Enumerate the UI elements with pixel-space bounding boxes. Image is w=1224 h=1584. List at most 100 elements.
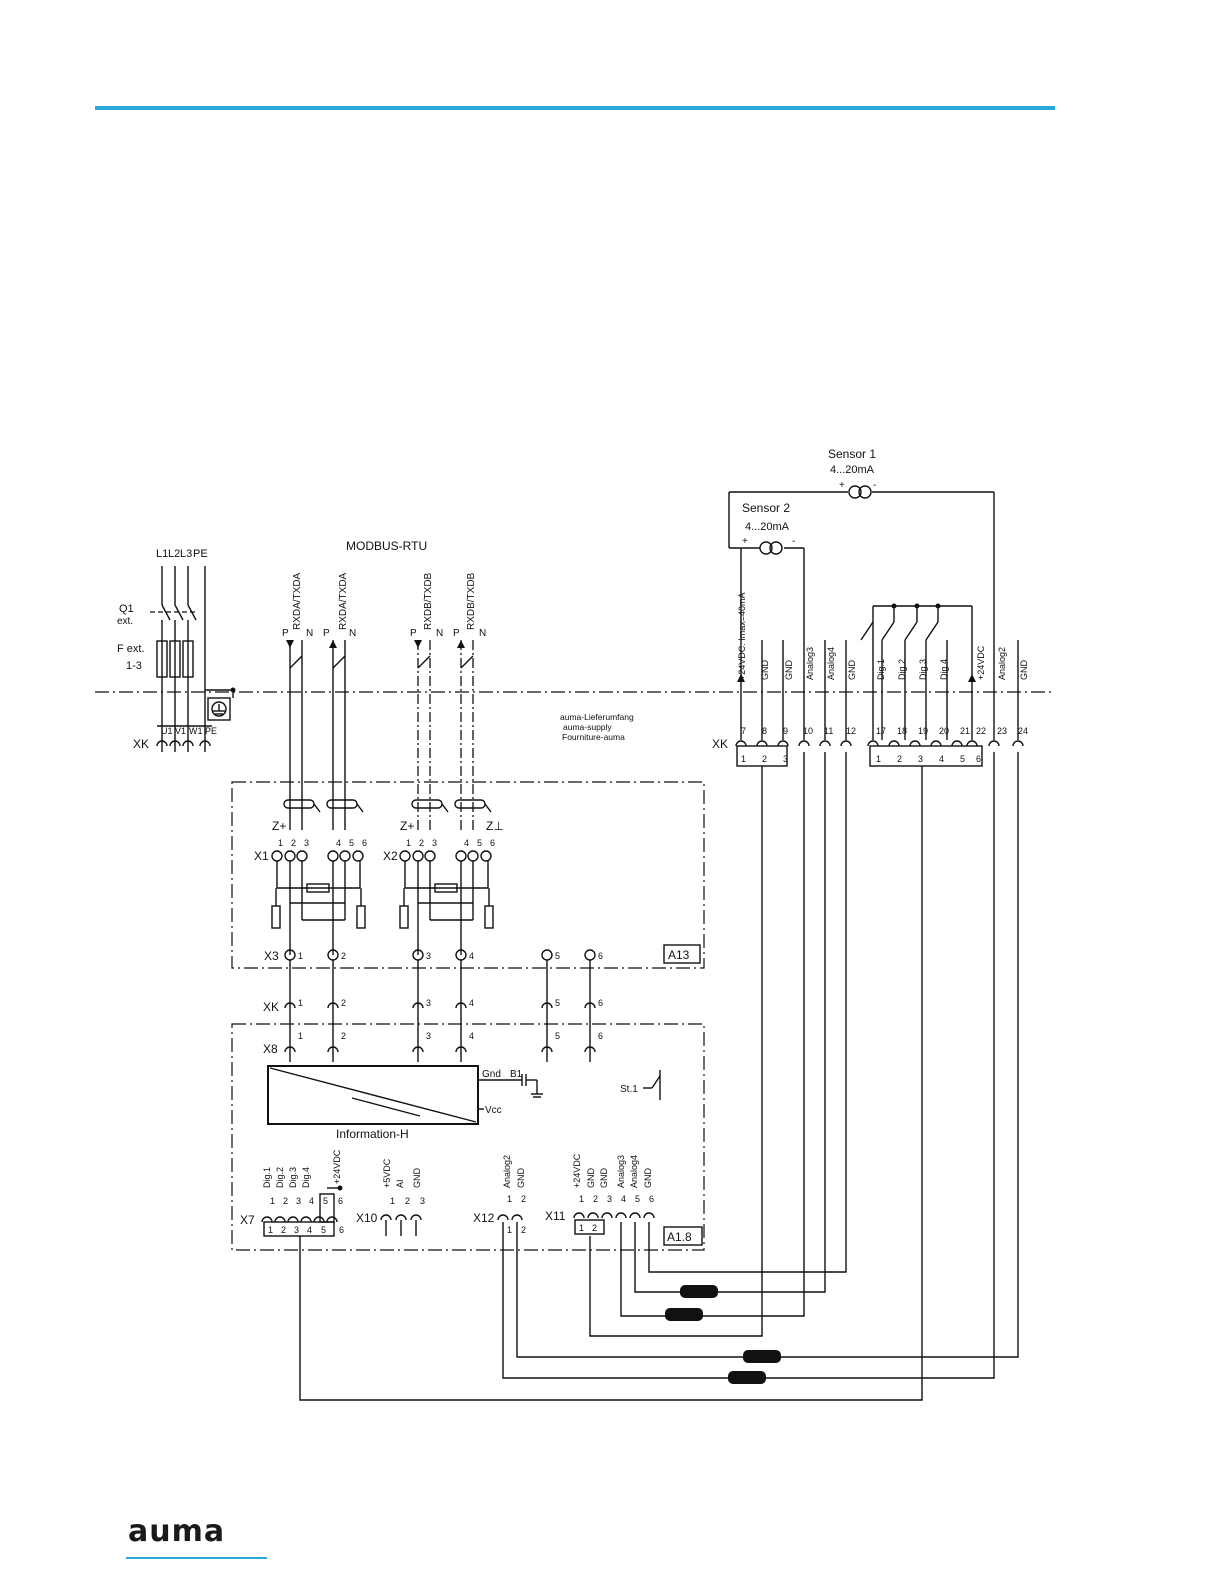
xk-right-label: XK bbox=[712, 737, 728, 751]
sensor2-name: Sensor 2 bbox=[742, 501, 790, 515]
svg-text:5: 5 bbox=[321, 1225, 326, 1235]
svg-text:GND: GND bbox=[586, 1168, 596, 1189]
svg-text:6: 6 bbox=[338, 1196, 343, 1206]
interconnect-wires bbox=[299, 752, 1019, 1401]
svg-text:3: 3 bbox=[783, 754, 788, 764]
svg-text:GND: GND bbox=[599, 1168, 609, 1189]
svg-text:Z+: Z+ bbox=[272, 819, 286, 833]
svg-text:6: 6 bbox=[362, 838, 367, 848]
svg-text:3: 3 bbox=[432, 838, 437, 848]
a18-label: A1.8 bbox=[667, 1230, 692, 1244]
power-section: L1 L2 L3 PE Q1 ext. F ext. 1-3 XK bbox=[117, 548, 236, 752]
svg-text:6: 6 bbox=[598, 1031, 603, 1041]
bus-title: MODBUS-RTU bbox=[346, 539, 427, 553]
svg-text:8: 8 bbox=[762, 726, 767, 736]
svg-text:N: N bbox=[479, 628, 486, 639]
svg-text:2: 2 bbox=[521, 1225, 526, 1235]
x10-label: X10 bbox=[356, 1211, 378, 1225]
svg-text:11: 11 bbox=[824, 726, 833, 736]
svg-text:P: P bbox=[323, 628, 330, 639]
svg-text:2: 2 bbox=[281, 1225, 286, 1235]
svg-text:+24VDC. Imax=40mA: +24VDC. Imax=40mA bbox=[737, 592, 747, 680]
xk-power-label: XK bbox=[133, 737, 149, 751]
label-l3: L3 bbox=[180, 548, 192, 560]
svg-text:3: 3 bbox=[426, 998, 431, 1008]
label-pe: PE bbox=[193, 548, 208, 560]
svg-text:1: 1 bbox=[298, 951, 303, 961]
svg-text:P: P bbox=[410, 628, 417, 639]
svg-text:2: 2 bbox=[341, 1031, 346, 1041]
svg-text:5: 5 bbox=[349, 838, 354, 848]
svg-text:Analog2: Analog2 bbox=[997, 647, 1007, 680]
svg-text:Dig.1: Dig.1 bbox=[876, 659, 886, 680]
svg-text:+24VDC: +24VDC bbox=[976, 645, 986, 680]
bus-sig-2: RXDA/TXDA bbox=[338, 572, 349, 630]
svg-text:Z⊥: Z⊥ bbox=[486, 819, 504, 833]
svg-text:6: 6 bbox=[649, 1194, 654, 1204]
svg-text:1: 1 bbox=[278, 838, 283, 848]
supply-note-3: Fourniture-auma bbox=[562, 732, 625, 742]
svg-text:N: N bbox=[436, 628, 443, 639]
svg-text:Dig.1: Dig.1 bbox=[262, 1167, 272, 1188]
term-v1: V1 bbox=[175, 726, 186, 736]
svg-text:3: 3 bbox=[426, 1031, 431, 1041]
svg-text:GND: GND bbox=[847, 660, 857, 681]
x7-label: X7 bbox=[240, 1213, 255, 1227]
label-l1: L1 bbox=[156, 548, 168, 560]
svg-text:GND: GND bbox=[516, 1168, 526, 1189]
svg-text:5: 5 bbox=[960, 754, 965, 764]
svg-text:1: 1 bbox=[741, 754, 746, 764]
svg-text:+24VDC: +24VDC bbox=[572, 1153, 582, 1188]
svg-text:4: 4 bbox=[464, 838, 469, 848]
svg-text:Dig.3: Dig.3 bbox=[918, 659, 928, 680]
board-a13: A13 Z+ Z⊥ Z+ X1 1 2 3 4 5 6 X2 1 2 3 4 5… bbox=[231, 781, 705, 969]
info-module-label: Information-H bbox=[336, 1127, 409, 1141]
x2-label: X2 bbox=[383, 849, 398, 863]
board-a18: A1.8 X8 1 2 3 4 5 6 Information-H Gnd B1… bbox=[231, 1023, 705, 1251]
sensor1-range: 4...20mA bbox=[830, 464, 875, 476]
svg-text:19: 19 bbox=[918, 726, 928, 736]
term-u1: U1 bbox=[161, 726, 173, 736]
svg-text:Dig.3: Dig.3 bbox=[288, 1167, 298, 1188]
svg-text:AI: AI bbox=[395, 1179, 405, 1188]
fuse-sub: 1-3 bbox=[126, 660, 142, 672]
svg-text:2: 2 bbox=[521, 1194, 526, 1204]
svg-text:+5VDC: +5VDC bbox=[382, 1158, 392, 1188]
svg-text:6: 6 bbox=[598, 951, 603, 961]
svg-text:3: 3 bbox=[918, 754, 923, 764]
term-w1: W1 bbox=[189, 726, 203, 736]
svg-text:GND: GND bbox=[412, 1168, 422, 1189]
fuse-label: F ext. bbox=[117, 643, 145, 655]
svg-text:GND: GND bbox=[1019, 660, 1029, 681]
svg-text:B1: B1 bbox=[510, 1069, 523, 1080]
svg-text:1: 1 bbox=[298, 1031, 303, 1041]
svg-text:1: 1 bbox=[390, 1196, 395, 1206]
svg-text:1: 1 bbox=[268, 1225, 273, 1235]
svg-text:2: 2 bbox=[291, 838, 296, 848]
svg-text:2: 2 bbox=[897, 754, 902, 764]
supply-note-2: auma-supply bbox=[563, 722, 612, 732]
svg-text:24: 24 bbox=[1018, 726, 1028, 736]
svg-text:Dig.2: Dig.2 bbox=[897, 659, 907, 680]
svg-text:4: 4 bbox=[309, 1196, 314, 1206]
svg-text:St.1: St.1 bbox=[620, 1084, 638, 1095]
svg-text:GND: GND bbox=[643, 1168, 653, 1189]
svg-text:5: 5 bbox=[477, 838, 482, 848]
term-pe: PE bbox=[205, 726, 217, 736]
sensor2-range: 4...20mA bbox=[745, 521, 790, 533]
svg-text:P: P bbox=[282, 628, 289, 639]
bus-sig-3: RXDB/TXDB bbox=[423, 572, 434, 630]
bottom-accent-rule bbox=[126, 1557, 267, 1559]
svg-text:4: 4 bbox=[469, 1031, 474, 1041]
svg-text:1: 1 bbox=[507, 1194, 512, 1204]
svg-text:6: 6 bbox=[490, 838, 495, 848]
sensor-section: Sensor 1 4...20mA Sensor 2 4...20mA + - … bbox=[712, 447, 1029, 767]
x8-label: X8 bbox=[263, 1042, 278, 1056]
svg-text:Analog2: Analog2 bbox=[502, 1155, 512, 1188]
svg-text:2: 2 bbox=[592, 1223, 597, 1233]
svg-text:-: - bbox=[873, 480, 876, 491]
supply-note-1: auma-Lieferumfang bbox=[560, 712, 634, 722]
svg-text:P: P bbox=[453, 628, 460, 639]
svg-text:3: 3 bbox=[426, 951, 431, 961]
svg-text:Analog4: Analog4 bbox=[826, 647, 836, 680]
